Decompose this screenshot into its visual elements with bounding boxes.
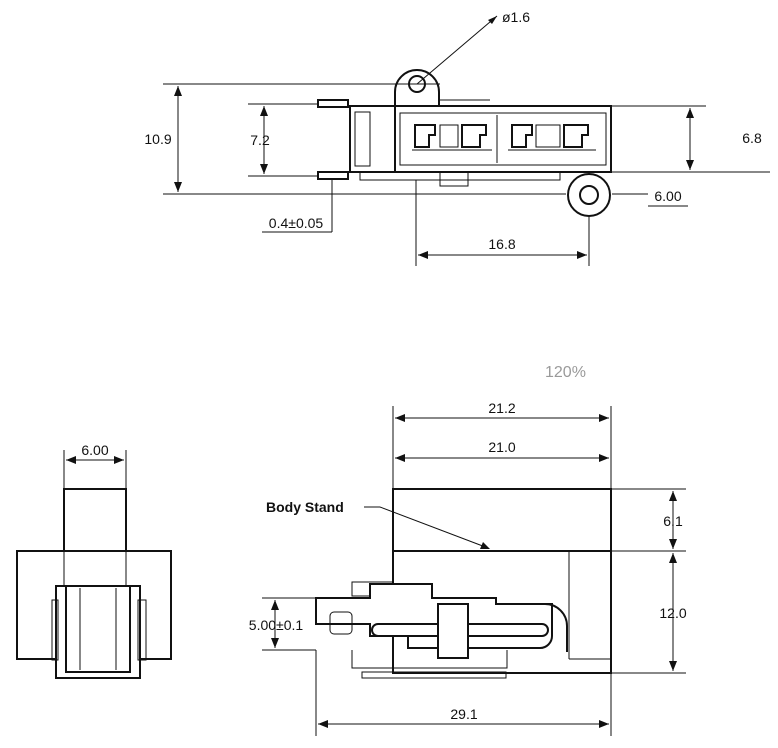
arrow-16.8-left — [418, 251, 428, 259]
left-bracket-inner — [354, 111, 371, 167]
diameter-label: ø1.6 — [502, 9, 530, 25]
bottom-rail — [359, 171, 561, 181]
front-actuator — [437, 603, 469, 659]
dim-stand-height: 6.1 — [663, 513, 683, 529]
front-base-foot — [361, 671, 507, 679]
arrow-7.2-top — [260, 106, 268, 116]
diameter-leader — [416, 15, 498, 85]
body-stand-block — [392, 488, 612, 552]
cavity-5 — [535, 124, 561, 148]
top-body-outline — [394, 105, 612, 173]
side-top-block — [63, 488, 127, 552]
side-roller-housing — [55, 585, 141, 679]
dim-overall-length: 29.1 — [450, 706, 477, 722]
arrow-side-right — [114, 456, 124, 464]
arrow-6.1-bottom — [669, 539, 677, 549]
upper-terminal-lower — [317, 171, 349, 180]
left-bracket — [349, 105, 396, 173]
front-view: 21.2 21.0 Body Stand 6.1 12.0 5.00±0.1 — [249, 400, 687, 736]
arrow-10.9-bottom — [174, 182, 182, 192]
body-stand-leader-b — [379, 506, 489, 549]
roller-inner — [579, 185, 599, 205]
arrow-5.00-top — [271, 600, 279, 610]
top-view: ø1.6 10.9 7.2 6.8 6.00 0.4±0.05 — [144, 9, 770, 266]
dim-roller-to-terminal: 16.8 — [488, 236, 515, 252]
dim-body-lower-height: 12.0 — [659, 605, 686, 621]
arrow-16.8-right — [577, 251, 587, 259]
arrow-12.0-top — [669, 553, 677, 563]
upper-terminal — [317, 99, 349, 108]
arrow-29.1-right — [599, 720, 609, 728]
side-clip-right — [137, 599, 147, 661]
arrow-10.9-top — [174, 86, 182, 96]
diameter-arrow — [488, 16, 497, 24]
arrow-21.0-left — [395, 454, 405, 462]
top-pivot-mount — [394, 69, 440, 106]
zoom-level: 120% — [545, 364, 586, 381]
side-view: 6.00 — [16, 442, 172, 679]
cavity-1 — [414, 124, 436, 148]
cavity-4 — [511, 124, 533, 148]
top-body-inner — [399, 112, 607, 166]
arrow-21.0-right — [599, 454, 609, 462]
side-clip-left — [51, 599, 59, 661]
front-lever-slot — [329, 611, 353, 635]
dim-side-width: 6.00 — [81, 442, 108, 458]
arrow-12.0-bottom — [669, 661, 677, 671]
side-roller — [65, 585, 131, 673]
arrow-21.2-right — [599, 414, 609, 422]
arrow-5.00-bottom — [271, 638, 279, 648]
arrow-6.1-top — [669, 491, 677, 501]
front-lever — [315, 583, 553, 649]
cavity-2 — [439, 124, 459, 148]
arrow-6.8-top — [686, 108, 694, 118]
cavity-6 — [563, 124, 589, 148]
dim-body-length: 21.2 — [488, 400, 515, 416]
bottom-tab — [439, 171, 469, 187]
arrow-6.8-bottom — [686, 160, 694, 170]
front-hook — [544, 603, 568, 652]
cavity-3 — [461, 124, 487, 148]
dim-terminal-thickness: 0.4±0.05 — [269, 215, 324, 231]
dim-terminal-spacing: 7.2 — [250, 132, 270, 148]
roller-outer — [567, 173, 611, 217]
arrow-21.2-left — [395, 414, 405, 422]
label-bg-6.00 — [648, 184, 688, 206]
dim-body-inner-length: 21.0 — [488, 439, 515, 455]
body-stand-label: Body Stand — [266, 499, 344, 515]
dim-tab-height: 5.00±0.1 — [249, 617, 304, 633]
arrow-7.2-bottom — [260, 164, 268, 174]
dim-body-height: 6.8 — [742, 130, 762, 146]
front-base-plate — [351, 650, 508, 669]
dim-roller-offset: 6.00 — [654, 188, 681, 204]
arrow-29.1-left — [318, 720, 328, 728]
body-stand-arrow — [480, 542, 490, 549]
dim-total-height: 10.9 — [144, 131, 171, 147]
arrow-side-left — [66, 456, 76, 464]
